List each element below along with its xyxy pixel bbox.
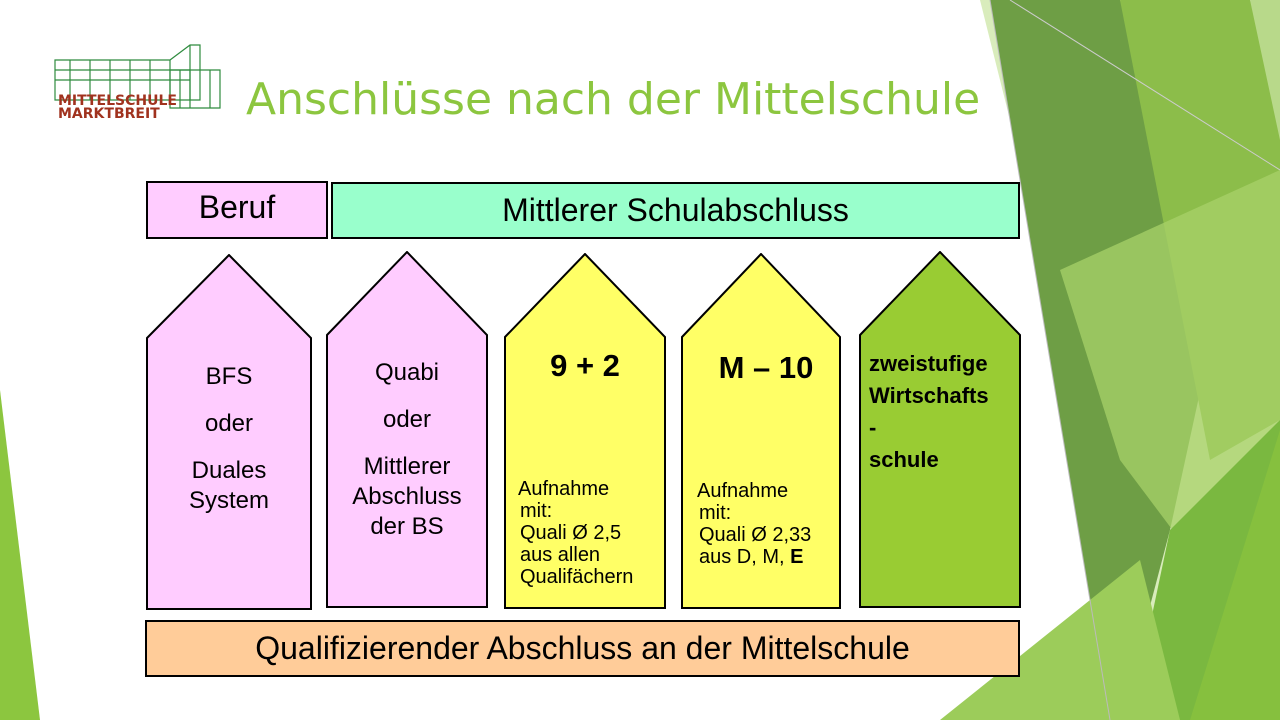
house-note-line: aus D, M, [699, 546, 785, 568]
school-building-icon [54, 44, 221, 109]
house-quabi: Quabi oder Mittlerer Abschluss der BS [326, 251, 488, 608]
house-line: - [869, 415, 877, 440]
house-line: System [188, 487, 269, 514]
house-9-plus-2: 9 + 2 Aufnahme mit: Quali Ø 2,5 aus alle… [504, 253, 666, 609]
house-line: Duales [191, 457, 267, 484]
mittlerer-schulabschluss-box: Mittlerer Schulabschluss [331, 182, 1020, 239]
house-bfs: BFS oder Duales System [146, 254, 312, 610]
house-shape [146, 254, 312, 610]
house-shape [326, 251, 488, 608]
house-line: schule [869, 447, 939, 472]
house-line: der BS [370, 513, 444, 540]
house-line: Quabi [374, 359, 440, 386]
house-note-line: mit: [699, 502, 732, 524]
slide-title: Anschlüsse nach der Mittelschule [246, 74, 981, 125]
logo-text-line2: MARKTBREIT [58, 106, 160, 122]
house-note-bold: E [790, 546, 804, 568]
logo-text-line1: MITTELSCHULE [58, 93, 177, 109]
house-line: BFS [205, 363, 253, 390]
house-m-10: M – 10 Aufnahme mit: Quali Ø 2,33 aus D,… [681, 253, 841, 609]
house-note-row: aus D, M, E [697, 546, 811, 568]
house-note-line: mit: [520, 500, 553, 522]
house-note-line: Qualifächern [520, 566, 634, 588]
house-shape [681, 253, 841, 609]
house-heading: 9 + 2 [550, 348, 620, 383]
beruf-box: Beruf [146, 181, 328, 239]
house-shape [859, 251, 1021, 608]
house-note-line: Quali Ø 2,33 [699, 524, 812, 546]
house-wirtschaftsschule: zweistufige Wirtschafts - schule [859, 251, 1021, 608]
house-line: oder [382, 406, 432, 433]
house-line: Wirtschafts [869, 383, 989, 408]
house-line: Mittlerer [363, 453, 451, 480]
house-line: zweistufige [869, 351, 988, 376]
house-heading: M – 10 [718, 350, 814, 385]
beruf-label: Beruf [198, 188, 276, 225]
house-note-line: Aufnahme [697, 480, 789, 502]
house-note-line: Aufnahme [518, 478, 610, 500]
qualifizierender-abschluss-box: Qualifizierender Abschluss an der Mittel… [145, 620, 1020, 677]
mittlerer-schulabschluss-label: Mittlerer Schulabschluss [502, 192, 849, 228]
house-note-line: Quali Ø 2,5 [520, 522, 622, 544]
qualifizierender-abschluss-label: Qualifizierender Abschluss an der Mittel… [255, 630, 910, 666]
house-line: oder [204, 410, 254, 437]
house-note-line: aus allen [520, 544, 601, 566]
house-line: Abschluss [352, 483, 462, 510]
house-shape [504, 253, 666, 609]
